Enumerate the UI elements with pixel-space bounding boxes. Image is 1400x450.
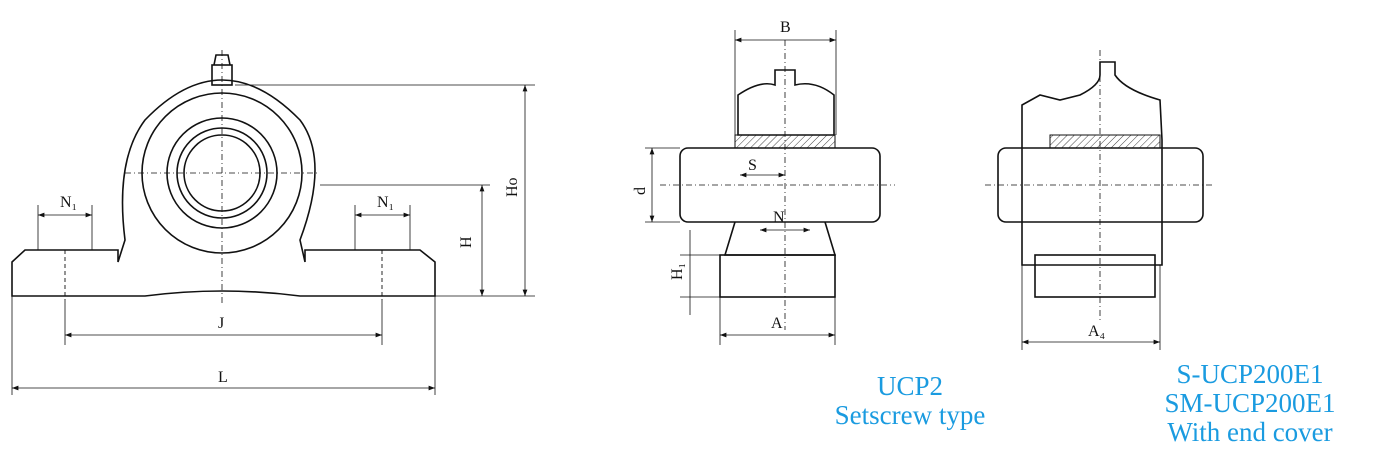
caption-s-ucp-model: S-UCP200E1 [1176,359,1324,389]
dim-h1: H₁ [669,263,686,280]
dim-b: B [780,19,791,36]
dim-j: J [218,315,224,332]
dim-n: N [773,209,785,226]
caption-s-ucp-type: With end cover [1167,417,1333,447]
side-view-end-cover: A₄ [985,50,1215,350]
caption-s-ucp: S-UCP200E1 SM-UCP200E1 With end cover [1130,360,1370,447]
dim-l: L [218,369,228,386]
dim-a: A [771,315,783,332]
caption-ucp2: UCP2 Setscrew type [780,372,1040,430]
dim-ho: Ho [504,177,521,197]
dim-n1-left: N₁ [60,194,77,211]
dim-a4: A₄ [1088,323,1106,340]
dim-h: H [458,236,475,248]
caption-ucp2-type: Setscrew type [834,400,986,430]
dim-d: d [632,187,649,195]
caption-ucp2-model: UCP2 [876,371,944,401]
side-view-setscrew: B S d N H₁ A [632,19,895,345]
front-view: N₁ N₁ J L H Ho [11,50,535,395]
dim-n1-right: N₁ [377,194,394,211]
dim-s: S [748,157,757,174]
caption-sm-ucp-model: SM-UCP200E1 [1164,388,1336,418]
